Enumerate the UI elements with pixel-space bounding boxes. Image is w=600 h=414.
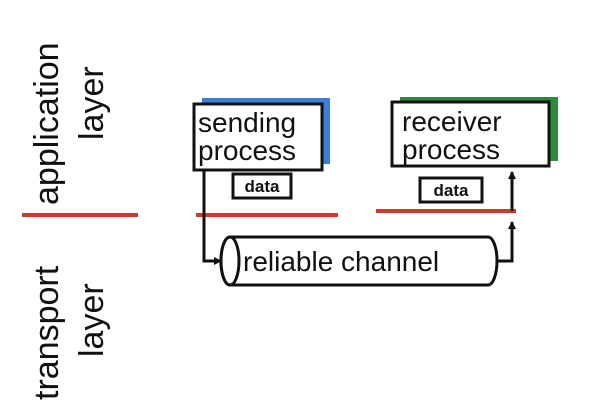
arrow-channel-to-receiver-lower	[496, 221, 516, 263]
reliable-channel-pipe: reliable channel	[219, 235, 499, 287]
application-layer-label-line1: application	[28, 42, 66, 205]
data-label-send-frame	[231, 172, 293, 200]
sending-process-label-line2: process	[198, 135, 296, 166]
receiver-process-label-line1: receiver	[402, 106, 502, 137]
transport-layer-label: transport layer	[28, 265, 111, 400]
application-layer-label: application layer	[28, 42, 111, 205]
receiver-process-label-line2: process	[402, 134, 500, 165]
transport-layer-label-line1: transport	[28, 265, 66, 400]
application-layer-label-line2: layer	[73, 66, 111, 140]
transport-layer-label-line2: layer	[73, 283, 111, 357]
data-label-recv: data	[418, 176, 484, 204]
data-label-send-text: data	[245, 177, 281, 196]
receiver-process-box: receiver process	[390, 97, 558, 168]
data-label-send: data	[231, 172, 293, 200]
reliable-channel-label: reliable channel	[243, 246, 439, 277]
data-label-recv-text: data	[434, 181, 470, 200]
data-label-recv-frame	[418, 176, 484, 204]
arrow-send-to-channel	[202, 170, 222, 265]
receiver-process-frame	[390, 100, 551, 168]
sending-process-label-line1: sending	[198, 107, 296, 138]
sending-process-frame	[192, 102, 324, 172]
sending-process-box: sending process	[192, 98, 330, 172]
pipe-left-end	[219, 235, 241, 287]
